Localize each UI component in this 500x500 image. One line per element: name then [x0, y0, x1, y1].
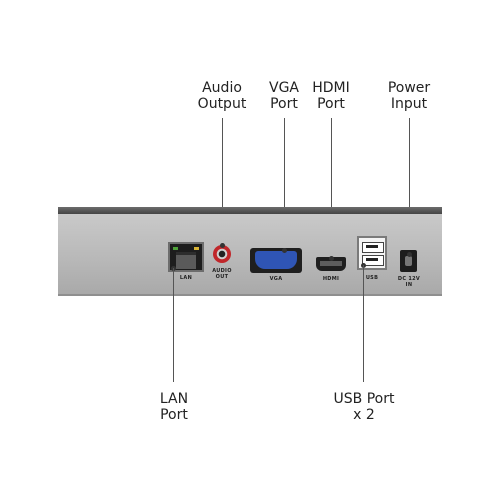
power-pin: [405, 256, 412, 266]
vga-port-dot: [282, 248, 287, 253]
lan-led-green: [173, 247, 178, 250]
hdmi-connector: [320, 261, 342, 266]
usb-ports: [357, 236, 387, 270]
audio-panel-label: AUDIO OUT: [212, 268, 232, 280]
hdmi-port-leader: [331, 118, 332, 258]
hdmi-panel-label: HDMI: [322, 276, 340, 282]
lan-panel-label: LAN: [179, 275, 193, 281]
usb-port-label: USB Port x 2: [333, 391, 395, 423]
hdmi-port-label: HDMI Port: [312, 80, 350, 112]
usb-port-leader: [363, 265, 364, 382]
audio-output-leader: [222, 118, 223, 245]
lan-jack: [176, 252, 196, 269]
audio-output-dot: [220, 243, 225, 248]
vga-port-leader: [284, 118, 285, 250]
vga-port: [250, 248, 302, 273]
power-dc-jack: [400, 250, 417, 272]
power-input-leader: [409, 118, 410, 254]
lan-port-label: LAN Port: [159, 391, 189, 423]
power-input-label: Power Input: [387, 80, 431, 112]
usb-panel-label: USB: [365, 275, 379, 281]
usb-slot-2: [362, 255, 384, 266]
power-panel-label: DC 12V IN: [397, 276, 421, 288]
lan-port-leader: [173, 268, 174, 382]
vga-connector: [255, 251, 297, 269]
device-top-edge: [58, 207, 442, 215]
hdmi-port-dot: [329, 256, 334, 261]
audio-out-jack: [213, 245, 231, 263]
audio-output-label: Audio Output: [197, 80, 247, 112]
vga-port-label: VGA Port: [268, 80, 300, 112]
vga-panel-label: VGA: [269, 276, 283, 282]
power-input-dot: [407, 252, 412, 257]
hdmi-port: [316, 257, 346, 271]
usb-slot-1: [362, 242, 384, 253]
lan-led-yellow: [194, 247, 199, 250]
